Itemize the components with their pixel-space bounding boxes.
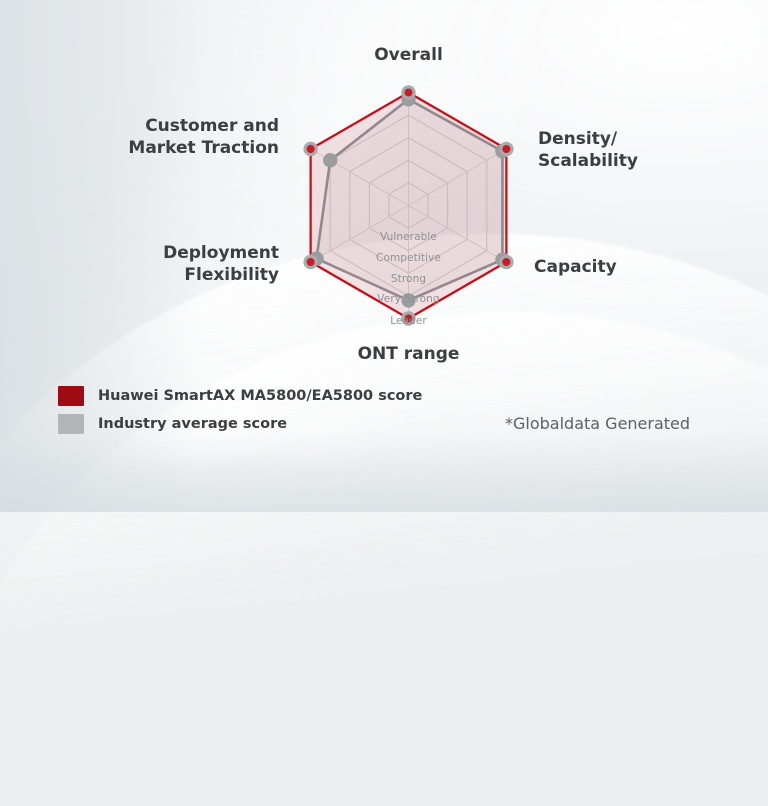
background-vignette-left [0,0,200,512]
radar-data-points [303,85,514,326]
axis-label-capacity: Capacity [534,257,617,277]
legend-label-huawei: Huawei SmartAX MA5800/EA5800 score [98,388,423,404]
ring-label-competitive: Competitive [376,252,441,264]
legend-label-industry-average: Industry average score [98,416,288,432]
legend-item-industry-average: Industry average score [58,410,422,438]
ring-label-vulnerable: Vulnerable [380,231,437,243]
legend-swatch-industry-average [58,414,84,434]
axis-label-deployment-flexibility: Deployment Flexibility [163,243,279,286]
radar-chart-svg [303,85,514,326]
axis-label-ont-range: ONT range [357,344,460,364]
chart-legend: Huawei SmartAX MA5800/EA5800 score Indus… [58,382,422,438]
radar-series-layer [309,91,508,320]
ring-label-very-strong: Very Strong [377,293,440,305]
axis-label-overall: Overall [374,45,443,65]
ring-label-leader: Leader [390,315,427,327]
radar-chart: Overall Density/ Scalability Capacity ON… [128,45,638,364]
axis-label-customer-market-traction: Customer and Market Traction [128,116,279,159]
background-vignette-bottom [0,430,768,512]
legend-swatch-huawei [58,386,84,406]
footnote-globaldata: *Globaldata Generated [505,414,691,433]
axis-label-density-scalability: Density/ Scalability [538,129,638,172]
legend-item-huawei: Huawei SmartAX MA5800/EA5800 score [58,382,422,410]
ring-label-strong: Strong [390,273,427,285]
